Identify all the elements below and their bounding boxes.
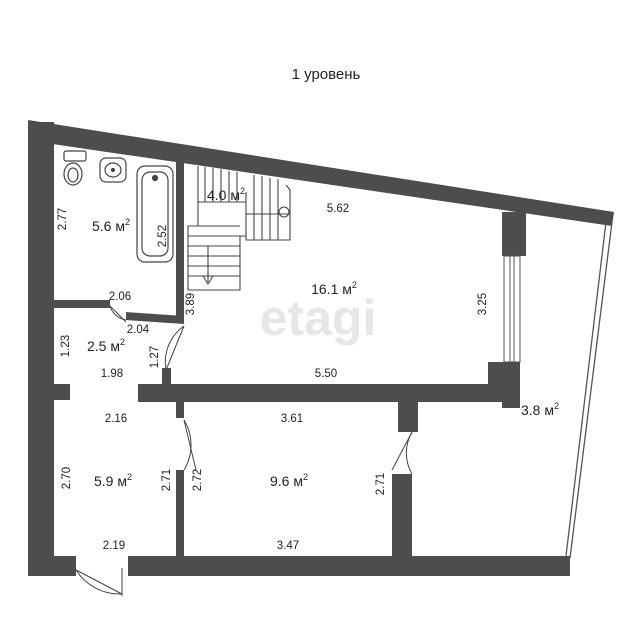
area-balcony: 3.8 м2	[521, 401, 559, 418]
dim-entry-bottom: 2.19	[103, 540, 125, 552]
sink-icon	[99, 157, 127, 183]
dim-living-height: 3.89	[185, 293, 197, 315]
wall-bath-hall-right	[126, 312, 184, 324]
dim-living-bottom: 5.50	[315, 368, 337, 380]
dim-room-top: 3.61	[281, 413, 303, 425]
dim-living-right: 3.25	[477, 293, 489, 315]
wall-entry-room	[176, 402, 184, 418]
area-entry: 5.9 м2	[94, 472, 132, 489]
toilet-icon	[63, 150, 87, 186]
balcony-glazing-outer	[569, 221, 613, 559]
area-hall: 2.5 м2	[87, 337, 125, 354]
balcony-frame	[565, 221, 613, 559]
dim-bath-height: 2.77	[57, 208, 69, 230]
wall-hall-living	[162, 368, 171, 386]
wall-room-balcony-top	[398, 402, 418, 432]
outer-wall-top	[28, 120, 614, 226]
dim-entry-top: 2.16	[105, 413, 127, 425]
dim-bath-width: 2.06	[109, 291, 131, 303]
dim-entry-right: 2.71	[161, 469, 173, 491]
wall-hall-entry-left	[52, 384, 70, 400]
door-swing-icon	[75, 305, 413, 596]
dim-bath-tub: 2.52	[157, 225, 169, 247]
dim-hall-top: 2.04	[127, 324, 150, 336]
wall-living-bottom	[138, 384, 504, 402]
dim-room-right: 2.71	[375, 473, 387, 495]
wall-bath-living	[176, 162, 184, 322]
balcony-glazing-inner	[565, 221, 607, 557]
outer-wall-bottom-right	[128, 556, 570, 576]
dim-stair-top: 5.62	[327, 203, 349, 215]
watermark-logo: etagi	[260, 290, 377, 346]
area-room: 9.6 м2	[270, 472, 308, 489]
area-bathroom: 5.6 м2	[92, 217, 130, 234]
dim-hall-height: 1.23	[60, 335, 72, 357]
staircase-icon	[187, 166, 291, 291]
wall-living-right-step	[502, 384, 520, 408]
plan-title: 1 уровень	[292, 66, 361, 83]
outer-wall-left	[28, 122, 54, 576]
area-living: 16.1 м2	[311, 280, 357, 297]
dim-room-left: 2.72	[192, 469, 204, 491]
dim-room-bottom: 3.47	[277, 540, 299, 552]
wall-room-balcony-bottom	[392, 474, 412, 558]
dim-hall-bottom: 1.98	[101, 368, 123, 380]
dim-hall-door: 1.27	[149, 346, 161, 368]
wall-bath-hall-left	[52, 300, 110, 308]
dim-entry-height: 2.70	[61, 467, 73, 489]
wall-entry-room-lower	[176, 470, 184, 558]
outer-wall-bottom-left	[28, 556, 76, 576]
window-icon	[503, 255, 521, 363]
wall-living-right-top	[502, 212, 526, 256]
walls	[28, 120, 614, 576]
area-stairwell: 4.0 м2	[207, 186, 245, 203]
bathtub-icon	[136, 165, 174, 263]
